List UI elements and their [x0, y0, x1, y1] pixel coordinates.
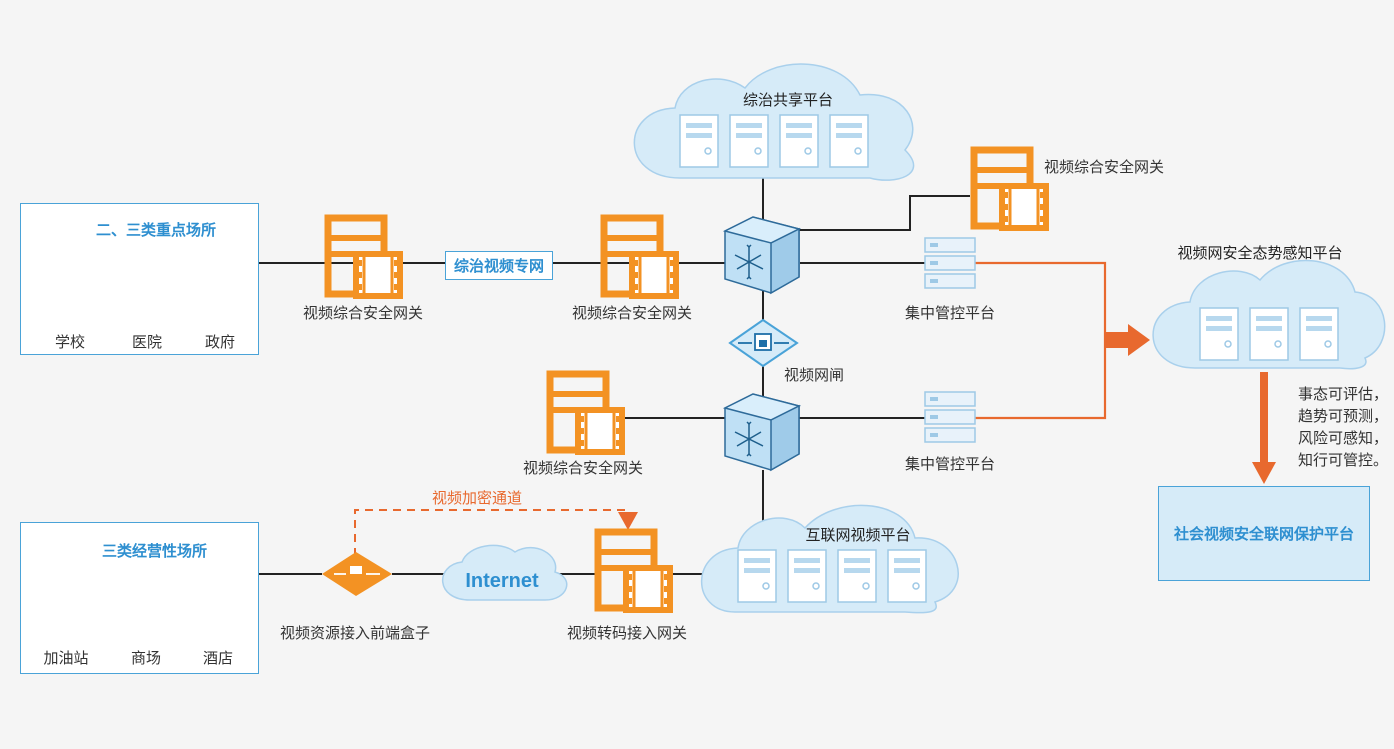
evaluation-text: 事态可评估， 趋势可预测， 风险可感知， 知行可管控。	[1298, 385, 1389, 469]
gatekeeper-icon	[728, 318, 799, 368]
control-server-icon	[924, 391, 976, 443]
front-box-icon	[322, 552, 392, 596]
gateway-label: 视频综合安全网关	[1044, 158, 1165, 176]
school-label: 学校	[54, 333, 86, 351]
arrow-right-icon	[1105, 324, 1150, 356]
key-places-title: 二、三类重点场所	[96, 221, 217, 239]
control-platform-label: 集中管控平台	[904, 455, 996, 473]
business-places-title: 三类经营性场所	[102, 542, 208, 560]
switch-icon	[724, 393, 800, 471]
gateway-icon	[974, 150, 1046, 228]
cloud-top	[633, 63, 915, 181]
front-box-label: 视频资源接入前端盒子	[279, 624, 431, 642]
dedicated-net-tag: 综治视频专网	[445, 251, 554, 280]
arrow-down-icon	[618, 512, 638, 530]
encrypted-channel-label: 视频加密通道	[431, 489, 523, 507]
gateway-icon	[604, 218, 676, 296]
hotel-label: 酒店	[202, 649, 234, 667]
cloud-internet-platform	[700, 504, 959, 614]
cloud-internet	[442, 544, 568, 601]
gateway-icon	[550, 374, 622, 452]
gateway-label: 视频综合安全网关	[522, 459, 644, 477]
encrypted-channel-line	[354, 509, 629, 556]
protection-platform-box: 社会视频安全联网保护平台	[1158, 486, 1370, 581]
business-places-box	[20, 522, 259, 674]
gatekeeper-label: 视频网闸	[784, 366, 845, 384]
gateway-icon	[598, 532, 670, 610]
situation-platform-label: 视频网安全态势感知平台	[1177, 244, 1343, 262]
transcode-gateway-label: 视频转码接入网关	[566, 624, 688, 642]
orange-links	[975, 261, 1107, 420]
internet-label: Internet	[465, 570, 539, 592]
arrow-down-icon	[1252, 462, 1276, 484]
cloud-situation	[1152, 259, 1386, 370]
gateway-label: 视频综合安全网关	[571, 304, 693, 322]
protection-platform-label: 社会视频安全联网保护平台	[1173, 525, 1354, 543]
internet-platform-label: 互联网视频平台	[805, 526, 911, 544]
gateway-label: 视频综合安全网关	[302, 304, 424, 322]
switch-icon	[724, 216, 800, 294]
gas-station-label: 加油站	[43, 649, 89, 667]
control-server-icon	[924, 237, 976, 289]
mall-label: 商场	[130, 649, 162, 667]
gateway-icon	[328, 218, 400, 296]
government-label: 政府	[204, 333, 236, 351]
key-places-box	[20, 203, 259, 355]
control-platform-label: 集中管控平台	[904, 304, 996, 322]
hospital-label: 医院	[131, 333, 163, 351]
top-platform-label: 综治共享平台	[742, 91, 834, 109]
